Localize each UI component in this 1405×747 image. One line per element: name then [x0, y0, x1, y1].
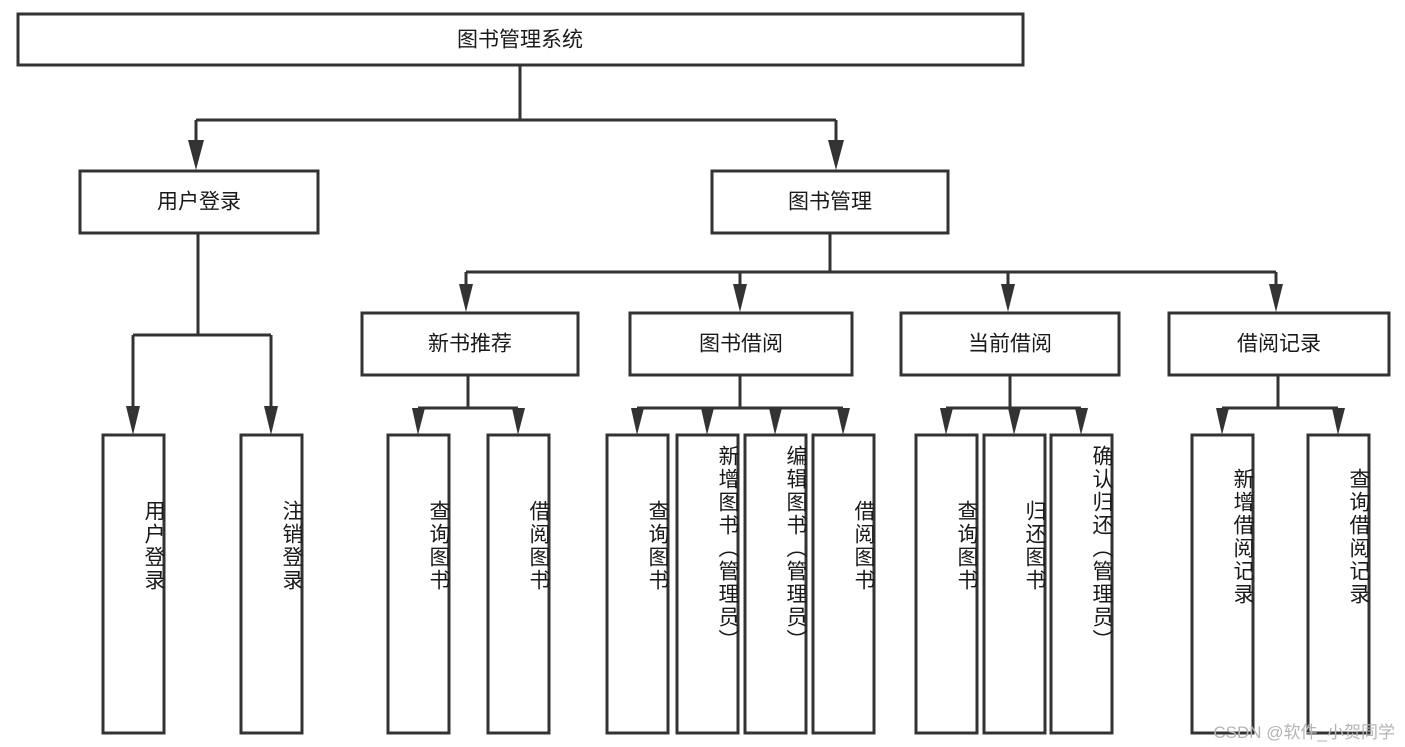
node-current-borrow-box[interactable]	[899, 311, 1121, 377]
arrowhead-to-user-login	[188, 140, 204, 170]
node-root-box[interactable]	[16, 12, 1025, 67]
node-borrow-record-box[interactable]	[1167, 311, 1391, 377]
node-new-book-recommend-label: 新书推荐	[428, 333, 512, 356]
node-leaf-borrow-book-box[interactable]	[811, 433, 876, 735]
csdn-watermark: CSDN @软件_小贺同学	[1213, 723, 1395, 742]
arrowhead-to-new-book	[459, 284, 473, 312]
node-leaf-query-book-borrow-box[interactable]	[605, 433, 670, 735]
node-leaf-return-book-box[interactable]	[982, 433, 1047, 735]
arrowhead-user-login-child-0	[126, 406, 140, 435]
node-leaf-borrow-book-recommend-box[interactable]	[486, 433, 551, 735]
arrowhead-new-book-child-1	[512, 408, 525, 435]
arrowhead-to-borrow-record	[1269, 284, 1283, 312]
node-leaf-user-login-box[interactable]	[101, 433, 166, 735]
arrowhead-current-borrow-child-2	[1075, 408, 1088, 435]
nodes-layer: 图书管理系统 用户登录 图书管理 新书推荐 图书借阅 当前借阅 借阅记录	[16, 12, 1391, 735]
node-book-manage-label: 图书管理	[788, 191, 872, 214]
node-current-borrow-label: 当前借阅	[968, 333, 1052, 356]
arrowhead-to-book-manage	[828, 140, 844, 170]
arrowhead-book-borrow-child-0	[631, 408, 644, 435]
node-root-label: 图书管理系统	[457, 29, 583, 52]
node-user-login-label: 用户登录	[157, 191, 241, 214]
node-leaf-query-record-box[interactable]	[1306, 433, 1371, 735]
arrowheads-layer	[126, 140, 1345, 435]
node-leaf-edit-book-box[interactable]	[743, 433, 808, 735]
node-borrow-record-label: 借阅记录	[1237, 333, 1321, 356]
arrowhead-current-borrow-child-1	[1008, 408, 1021, 435]
arrowhead-to-current-borrow	[1001, 284, 1015, 312]
node-leaf-logout-box[interactable]	[239, 433, 304, 735]
arrowhead-user-login-child-1	[264, 406, 278, 435]
node-leaf-add-record-box[interactable]	[1190, 433, 1255, 735]
node-book-borrow-box[interactable]	[628, 311, 854, 377]
node-book-manage-box[interactable]	[710, 169, 950, 235]
node-new-book-recommend-box[interactable]	[360, 311, 580, 377]
arrowhead-book-borrow-child-3	[837, 408, 850, 435]
node-book-borrow-label: 图书借阅	[699, 333, 783, 356]
node-leaf-confirm-return-box[interactable]	[1049, 433, 1114, 735]
node-leaf-query-book-recommend-box[interactable]	[386, 433, 451, 735]
node-leaf-add-book-box[interactable]	[675, 433, 740, 735]
node-leaf-query-book-current-box[interactable]	[914, 433, 979, 735]
arrowhead-borrow-record-child-0	[1216, 408, 1229, 435]
arrowhead-to-book-borrow	[733, 284, 747, 312]
arrowhead-borrow-record-child-1	[1332, 408, 1345, 435]
node-user-login-box[interactable]	[78, 169, 320, 235]
arrowhead-book-borrow-child-1	[701, 408, 714, 435]
arrowhead-current-borrow-child-0	[940, 408, 953, 435]
arrowhead-book-borrow-child-2	[769, 408, 782, 435]
arrowhead-new-book-child-0	[412, 408, 425, 435]
